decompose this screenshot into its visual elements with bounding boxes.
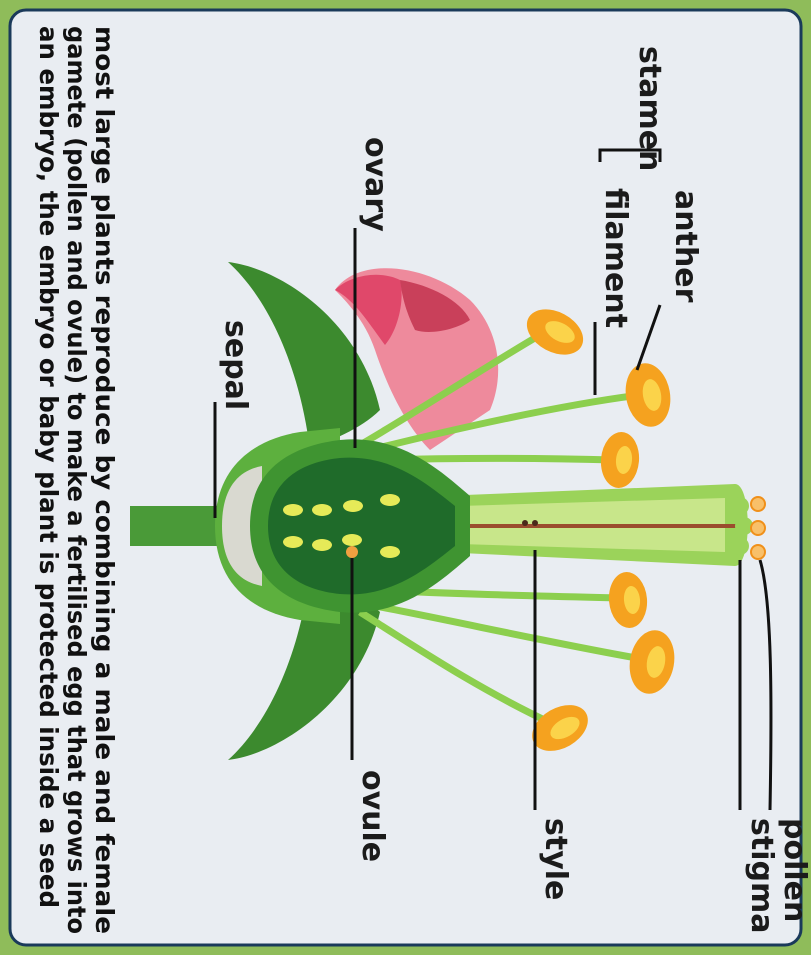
stem xyxy=(130,506,220,546)
label-sepal: sepal xyxy=(218,320,253,410)
pollen-grain-3 xyxy=(751,545,765,559)
fertilised-ovule xyxy=(346,546,358,558)
label-filament: filament xyxy=(598,188,633,328)
label-pollen: pollen xyxy=(777,818,811,922)
caption: most large plants reproduce by combining… xyxy=(34,26,119,934)
stigma-lobe-1 xyxy=(731,497,749,515)
pollen-grain-1 xyxy=(751,497,765,511)
pollen-grain-2 xyxy=(751,521,765,535)
label-stamen: stamen xyxy=(632,46,667,171)
caption-line-3: an embryo, the embryo or baby plant is p… xyxy=(34,26,63,908)
pollen-tube-dot-1 xyxy=(522,520,528,526)
label-ovule: ovule xyxy=(355,770,390,862)
caption-line-1: most large plants reproduce by combining… xyxy=(90,26,119,934)
label-anther: anther xyxy=(668,190,703,303)
label-ovary: ovary xyxy=(358,137,393,232)
label-style: style xyxy=(538,818,573,900)
stigma-lobe-3 xyxy=(731,537,749,555)
caption-line-2: gamete (pollen and ovule) to make a fert… xyxy=(62,26,91,934)
pollen-tube-dot-2 xyxy=(532,520,538,526)
label-stigma: stigma xyxy=(744,818,779,933)
